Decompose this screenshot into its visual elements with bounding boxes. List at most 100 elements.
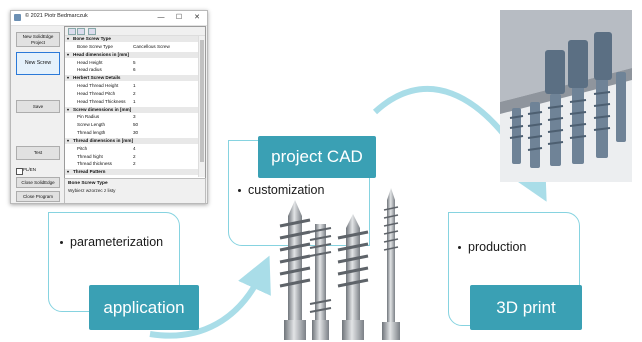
print-3d-bullet: production [458,240,526,254]
scrollbar-thumb[interactable] [200,40,204,162]
property-row[interactable]: Thread length 30 [65,130,198,136]
close-button[interactable]: ✕ [194,14,200,21]
property-name: Screw dimensions in [mm] [73,106,132,112]
property-value[interactable]: 2 [133,161,136,167]
application-label-box: application [89,285,199,330]
project-cad-label-box: project CAD [258,136,376,178]
screw-2 [309,224,332,340]
close-program-button[interactable]: Close Program [16,191,60,202]
expand-chevron-icon[interactable]: ▾ [67,36,70,41]
alphabetical-view-icon[interactable] [77,28,85,35]
bullet-dot [238,189,241,193]
window-title: © 2021 Piotr Bedmarczuk [25,13,88,19]
screw-1 [279,200,311,340]
property-value[interactable]: 2 [133,90,136,96]
minimize-button[interactable]: — [157,14,165,21]
property-value[interactable]: 50 [133,122,139,128]
property-name: Thread Pattern [73,169,106,175]
property-value[interactable]: 5 [133,59,136,65]
property-value[interactable]: 30 [133,130,139,135]
property-description: Bone Screw Type Wybierz wzorzec z listy [64,178,206,203]
print-3d-label-box: 3D print [470,285,582,330]
categorized-view-icon[interactable] [68,28,76,35]
project-cad-bullet-text: customization [248,183,325,197]
property-name: Pin Radius [77,114,100,120]
test-button[interactable]: Test [16,146,60,160]
printed-screws-photo [500,10,632,182]
property-name: Head Thread Height [77,83,119,88]
title-bar: © 2021 Piotr Bedmarczuk — ☐ ✕ [11,11,207,26]
property-name: Bone Screw Type [73,36,111,41]
property-category-row[interactable]: ▾Herbert Screw Details [65,75,198,82]
property-grid-scrollbar[interactable] [198,36,205,177]
new-solidedge-project-button[interactable]: New SolidEdge Project [16,32,60,47]
property-name: Herbert Screw Details [73,75,121,81]
property-row[interactable]: Pitch 4 [65,146,198,152]
project-cad-label: project CAD [271,147,363,166]
expand-chevron-icon[interactable]: ▾ [67,51,70,57]
app-window: © 2021 Piotr Bedmarczuk — ☐ ✕ New SolidE… [10,10,208,204]
property-row[interactable]: Thread thickness 2 [65,161,198,167]
screw-3 [337,214,369,340]
application-bullet: parameterization [60,235,163,249]
property-value[interactable]: 2 [133,153,136,159]
property-value[interactable]: Cancellous Screw [133,43,170,49]
expand-chevron-icon[interactable]: ▾ [67,75,70,81]
new-screw-button[interactable]: New Screw [16,52,60,75]
property-category-row[interactable]: ▾Thread Pattern [65,169,198,176]
save-button[interactable]: Save [16,100,60,113]
application-bullet-text: parameterization [70,235,164,249]
print-3d-bullet-text: production [468,240,527,254]
property-row[interactable]: Head Thread Pitch 2 [65,91,198,97]
property-row[interactable]: Screw Length 50 [65,122,198,128]
arrow-application-to-cad [149,255,271,339]
property-grid-toolbar [65,27,205,36]
property-value[interactable]: 3 [133,114,136,120]
property-name: Pitch [77,145,88,151]
application-label: application [103,297,185,317]
property-value[interactable]: 6 [133,67,136,73]
maximize-button[interactable]: ☐ [175,14,183,21]
property-row[interactable]: Pin Radius 3 [65,114,198,120]
screw-renders-image [279,188,400,340]
property-pages-icon[interactable] [88,28,96,35]
printed-screws-illustration [500,10,632,182]
description-text: Wybierz wzorzec z listy [68,188,116,193]
language-checkbox[interactable] [16,168,23,175]
expand-chevron-icon[interactable]: ▾ [67,106,70,112]
property-name: Screw Length [77,122,106,128]
property-row[interactable]: Thread hight 2 [65,154,198,160]
property-value[interactable]: 1 [133,98,136,104]
property-name: Head dimensions in [mm] [73,51,129,57]
property-name: Thread hight [77,153,103,159]
property-row[interactable]: Head Thread Height 1 [65,83,198,89]
property-row[interactable]: Head Height 5 [65,60,198,66]
property-row[interactable]: Bone Screw Type Cancellous Screw [65,44,198,50]
property-category-row[interactable]: ▾Head dimensions in [mm] [65,51,198,58]
print-3d-label: 3D print [496,297,556,317]
property-value[interactable]: 1 [133,83,136,88]
bullet-dot [458,246,461,250]
app-icon [14,14,21,21]
property-name: Thread length [77,130,106,135]
property-name: Head Thread Pitch [77,90,116,96]
property-value[interactable]: 4 [133,145,136,151]
property-name: Thread thickness [77,161,112,167]
expand-chevron-icon[interactable]: ▾ [67,169,70,175]
property-name: Head Height [77,59,103,65]
property-category-row[interactable]: ▾Thread dimensions in [mm] [65,137,198,144]
description-title: Bone Screw Type [68,181,108,186]
property-name: Bone Screw Type [77,43,113,49]
project-cad-bullet: customization [238,183,324,197]
close-solidedge-button[interactable]: Close SolidEdge [16,177,60,188]
language-checkbox-label: PL/EN [23,167,37,172]
screw-4 [382,188,400,340]
property-name: Thread dimensions in [mm] [73,137,133,143]
bullet-dot [60,241,63,245]
property-category-row[interactable]: ▾Bone Screw Type [65,36,198,42]
expand-chevron-icon[interactable]: ▾ [67,137,70,143]
property-category-row[interactable]: ▾Screw dimensions in [mm] [65,106,198,113]
